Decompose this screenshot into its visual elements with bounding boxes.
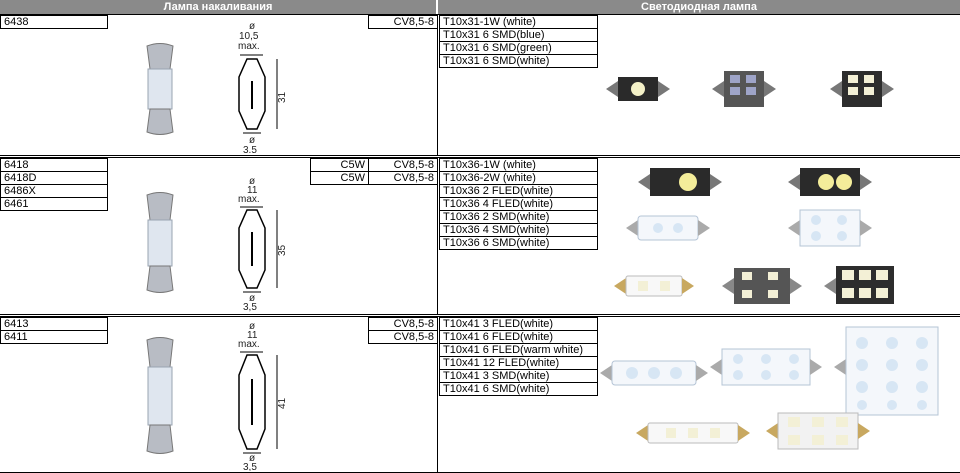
led-model: T10x36 2 SMD(white) xyxy=(439,210,598,224)
led-model: T10x36-1W (white) xyxy=(439,158,598,172)
led-model: T10x36 4 SMD(white) xyxy=(439,223,598,237)
socket-type: CV8,5-8 xyxy=(368,317,438,331)
led-photos-36mm xyxy=(614,168,894,304)
dim-symbol: ø xyxy=(249,176,255,187)
led-model-list: T10x41 3 FLED(white) T10x41 6 FLED(white… xyxy=(439,317,598,396)
led-model: T10x36-2W (white) xyxy=(439,171,598,185)
dim-length: 41 xyxy=(277,397,288,409)
dim-base-diameter: 3,5 xyxy=(243,145,257,153)
socket-type: CV8,5-8 xyxy=(368,330,438,344)
dim-symbol: ø xyxy=(249,21,255,32)
bulb-photo-31mm xyxy=(146,43,174,135)
dim-length: 35 xyxy=(277,244,288,256)
socket-type: CV8,5-8 xyxy=(368,15,438,29)
led-model: T10x36 6 SMD(white) xyxy=(439,236,598,250)
dim-top-diameter: 11 xyxy=(247,330,258,341)
dimension-drawing-41mm: ø 11 max. 41 ø 3,5 xyxy=(238,321,288,471)
bulb-photo-36mm xyxy=(146,192,174,293)
row-t10x36: 6418 6418D 6486X 6461 C5W C5W CV8,5-8 CV… xyxy=(0,157,960,315)
led-model: T10x31 6 SMD(white) xyxy=(439,54,598,68)
dim-length: 31 xyxy=(277,91,288,103)
dim-symbol: ø xyxy=(249,321,255,332)
led-model: T10x41 3 SMD(white) xyxy=(439,369,598,383)
lamp-code: 6438 xyxy=(0,15,108,29)
dim-max-label: max. xyxy=(238,339,260,350)
led-model-list: T10x31-1W (white) T10x31 6 SMD(blue) T10… xyxy=(439,15,598,68)
bulb-type: C5W xyxy=(310,171,369,185)
dim-symbol: ø xyxy=(249,453,255,464)
row-t10x41: 6413 6411 CV8,5-8 CV8,5-8 ø 11 max. 41 ø… xyxy=(0,316,960,473)
led-model: T10x41 3 FLED(white) xyxy=(439,317,598,331)
header-led: Светодиодная лампа xyxy=(438,0,960,14)
column-divider xyxy=(437,15,438,155)
lamp-code: 6461 xyxy=(0,197,108,211)
lamp-code: 6411 xyxy=(0,330,108,344)
dim-base-diameter: 3,5 xyxy=(243,462,257,471)
dim-symbol: ø xyxy=(249,293,255,304)
row-t10x31: 6438 CV8,5-8 ø 10,5 max. 31 ø 3,5 T10x31… xyxy=(0,14,960,156)
dimension-drawing-31mm: ø 10,5 max. 31 ø 3,5 xyxy=(238,21,288,153)
lamp-code: 6418D xyxy=(0,171,108,185)
dim-symbol: ø xyxy=(249,135,255,146)
lamp-code: 6486X xyxy=(0,184,108,198)
led-model: T10x41 6 FLED(warm white) xyxy=(439,343,598,357)
led-model: T10x36 2 FLED(white) xyxy=(439,184,598,198)
dim-base-diameter: 3,5 xyxy=(243,302,257,312)
lamp-code: 6413 xyxy=(0,317,108,331)
bulb-photo-41mm xyxy=(146,337,174,454)
led-model: T10x31-1W (white) xyxy=(439,15,598,29)
led-model: T10x41 6 SMD(white) xyxy=(439,382,598,396)
header-incandescent: Лампа накаливания xyxy=(0,0,436,14)
column-divider xyxy=(437,158,438,314)
led-model: T10x31 6 SMD(blue) xyxy=(439,28,598,42)
lamp-code: 6418 xyxy=(0,158,108,172)
led-photos-41mm xyxy=(600,326,939,450)
column-divider xyxy=(437,317,438,472)
led-model: T10x41 6 FLED(white) xyxy=(439,330,598,344)
dim-top-diameter: 10,5 xyxy=(239,31,259,42)
dim-top-diameter: 11 xyxy=(247,185,258,196)
led-model: T10x31 6 SMD(green) xyxy=(439,41,598,55)
led-photos-31mm xyxy=(606,71,894,107)
led-model-list: T10x36-1W (white) T10x36-2W (white) T10x… xyxy=(439,158,598,250)
bulb-type: C5W xyxy=(310,158,369,172)
dimension-drawing-36mm: ø 11 max. 35 ø 3,5 xyxy=(238,176,288,312)
led-model: T10x36 4 FLED(white) xyxy=(439,197,598,211)
socket-type: CV8,5-8 xyxy=(368,158,438,172)
led-model: T10x41 12 FLED(white) xyxy=(439,356,598,370)
dim-max-label: max. xyxy=(238,194,260,205)
socket-type: CV8,5-8 xyxy=(368,171,438,185)
dim-max-label: max. xyxy=(238,41,260,52)
